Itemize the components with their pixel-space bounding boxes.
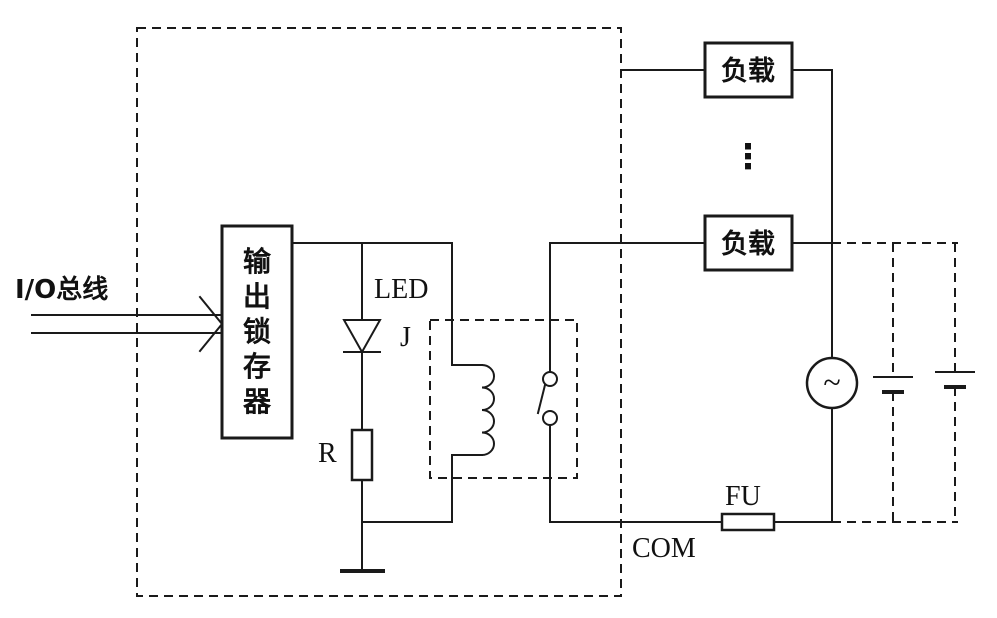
load-bottom-box — [703, 214, 794, 272]
latch-output-wire — [291, 242, 453, 366]
battery-symbol-1 — [873, 376, 913, 394]
ac-symbol: ~ — [823, 364, 840, 400]
dc-supply-alternates — [832, 242, 958, 523]
coil-return-wire — [361, 454, 453, 523]
io-bus-arrow — [31, 295, 224, 353]
latch-char-5: 器 — [242, 385, 272, 418]
resistor — [350, 428, 374, 482]
latch-char-3: 锁 — [243, 315, 271, 348]
plc-module-boundary — [136, 27, 622, 597]
led-label: LED — [374, 274, 428, 305]
supply-top-wire — [791, 69, 833, 359]
led-diode — [342, 319, 382, 355]
com-label: COM — [632, 533, 696, 564]
relay-contact — [536, 242, 558, 523]
latch-char-2: 出 — [243, 280, 271, 313]
load-bottom-label: 负载 — [721, 229, 775, 260]
latch-char-1: 输 — [243, 245, 272, 278]
relay-label: J — [400, 322, 411, 353]
latch-char-4: 存 — [243, 350, 271, 383]
output-latch-box — [220, 224, 294, 440]
load-top-label: 负载 — [721, 56, 775, 87]
resistor-label: R — [318, 438, 337, 469]
fuse-label: FU — [725, 481, 761, 512]
fuse — [720, 512, 776, 532]
output-latch-label: 输 出 锁 存 器 — [242, 245, 272, 418]
relay-coil — [451, 363, 495, 457]
relay-boundary — [429, 319, 578, 479]
battery-symbol-2 — [935, 371, 975, 389]
io-bus-label: I/O总线 — [15, 275, 108, 305]
ellipsis: ⋮ — [731, 137, 765, 177]
